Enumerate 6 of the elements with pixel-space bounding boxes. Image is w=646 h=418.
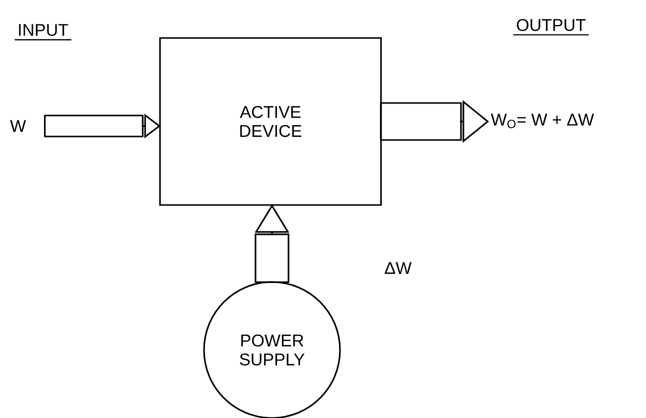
device-box: ACTIVE DEVICE (159, 37, 382, 206)
power-label: ΔW (384, 262, 412, 274)
input-label: W (10, 120, 26, 132)
section-heading: OUTPUT (513, 18, 589, 36)
section-heading: INPUT (14, 24, 72, 40)
output-label: W$_{O}$= W + ΔW (490, 114, 594, 128)
